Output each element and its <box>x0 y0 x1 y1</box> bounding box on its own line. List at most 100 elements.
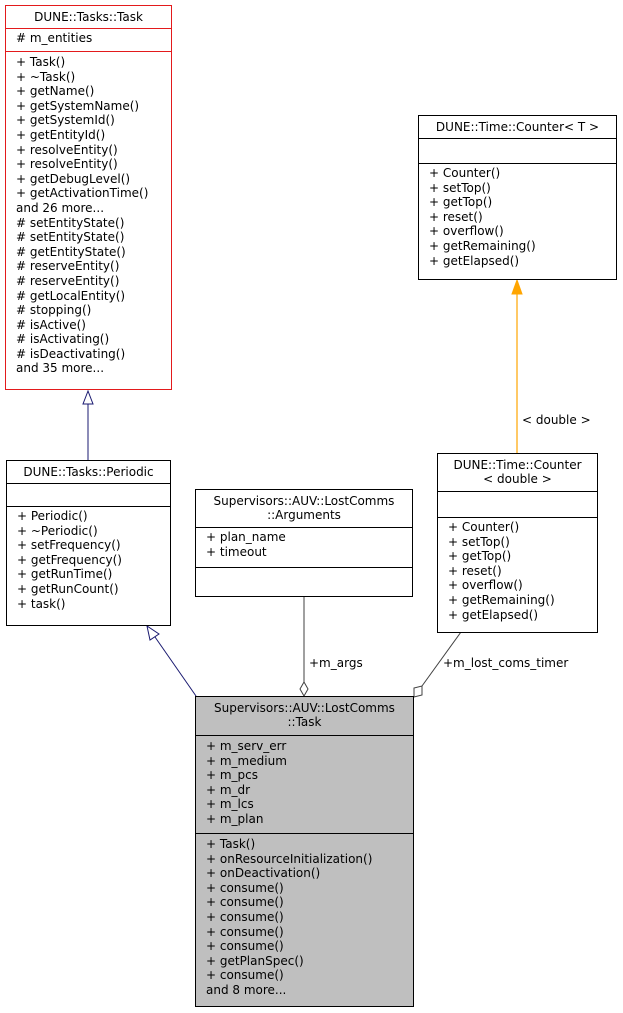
method: + Task() <box>16 55 66 69</box>
method: + reset() <box>429 209 483 224</box>
method: + consume() <box>206 939 284 954</box>
method: + consume() <box>206 880 284 895</box>
method: # isActive() <box>16 317 86 332</box>
methods-section: + Task() + onResourceInitialization() + … <box>196 833 413 1002</box>
node-title-line-1: DUNE::Time::Counter <box>453 458 582 472</box>
method: and 8 more... <box>206 982 287 997</box>
edge-label-m-lost-coms-timer: +m_lost_coms_timer <box>443 656 569 670</box>
method: + getRunTime() <box>17 567 113 582</box>
attributes-section: + m_serv_err + m_medium + m_pcs + m_dr +… <box>196 735 413 833</box>
node-dune-tasks-task[interactable]: DUNE::Tasks::Task # m_entities + Task() … <box>5 5 172 390</box>
method: # setEntityState() <box>16 230 125 245</box>
diamond-m-args <box>299 680 309 698</box>
attribute: + m_lcs <box>206 797 254 812</box>
method: + getRemaining() <box>448 592 555 607</box>
node-title-line-2: ::Arguments <box>267 508 341 522</box>
attribute: + m_pcs <box>206 768 259 783</box>
arrowhead-inherit-task <box>82 389 94 405</box>
attribute: + m_serv_err <box>206 739 287 753</box>
method: + resolveEntity() <box>16 142 118 157</box>
attribute: + m_medium <box>206 753 287 768</box>
node-lostcomms-task[interactable]: Supervisors::AUV::LostComms ::Task + m_s… <box>195 696 414 1007</box>
method: + getName() <box>16 84 95 99</box>
node-dune-time-counter-double[interactable]: DUNE::Time::Counter < double > + Counter… <box>437 453 598 633</box>
method: + ~Task() <box>16 69 76 84</box>
method: + ~Periodic() <box>17 523 98 538</box>
attributes-section: + plan_name + timeout <box>196 527 412 567</box>
node-title: DUNE::Tasks::Task <box>34 10 143 24</box>
method: + consume() <box>206 895 284 910</box>
method: # getLocalEntity() <box>16 288 126 303</box>
method: + getSystemName() <box>16 98 140 113</box>
node-title: DUNE::Time::Counter< T > <box>435 120 600 134</box>
method: + Periodic() <box>17 509 88 523</box>
method: + onResourceInitialization() <box>206 851 373 866</box>
methods-section: + Counter() + setTop() + getTop() + rese… <box>438 517 597 626</box>
methods-section: + Counter() + setTop() + getTop() + rese… <box>419 163 616 272</box>
edge-lostcomms-inherits-periodic <box>154 636 197 697</box>
method: + consume() <box>206 924 284 939</box>
attributes-section: # m_entities <box>6 28 171 51</box>
method: # getEntityState() <box>16 244 126 259</box>
method: + consume() <box>206 968 284 983</box>
method: + getTop() <box>448 549 512 564</box>
edge-label-m-args: +m_args <box>309 656 363 670</box>
method: + getSystemId() <box>16 113 115 128</box>
method: + getPlanSpec() <box>206 953 304 968</box>
edge-m-lost-coms-timer <box>421 631 462 687</box>
attribute: # m_entities <box>16 31 93 45</box>
diamond-m-lost-coms-timer <box>413 685 423 698</box>
method: + resolveEntity() <box>16 157 118 172</box>
arrowhead-template <box>511 278 523 295</box>
methods-section: + Task() + ~Task() + getName() + getSyst… <box>6 51 171 380</box>
node-title: DUNE::Tasks::Periodic <box>23 465 154 479</box>
attributes-section <box>419 138 616 163</box>
method: + reset() <box>448 563 502 578</box>
method: + task() <box>17 596 66 611</box>
method: + Task() <box>206 837 256 851</box>
method: + overflow() <box>429 224 504 239</box>
attributes-section <box>438 491 597 517</box>
attribute: + plan_name <box>206 530 286 544</box>
node-dune-tasks-periodic[interactable]: DUNE::Tasks::Periodic + Periodic() + ~Pe… <box>6 460 171 626</box>
method: # reserveEntity() <box>16 259 120 274</box>
method: + getFrequency() <box>17 552 122 567</box>
method: # stopping() <box>16 303 92 318</box>
method: + setTop() <box>429 180 491 195</box>
attribute: + m_dr <box>206 782 251 797</box>
node-title-line-1: Supervisors::AUV::LostComms <box>214 701 395 715</box>
method: + getEntityId() <box>16 127 106 142</box>
method: + Counter() <box>448 520 520 534</box>
method: + setTop() <box>448 534 510 549</box>
method: and 35 more... <box>16 361 105 376</box>
method: + overflow() <box>448 578 523 593</box>
method: + setFrequency() <box>17 538 121 553</box>
method: + getRemaining() <box>429 238 536 253</box>
arrowhead-inherit-periodic <box>146 624 160 641</box>
methods-section <box>196 567 412 595</box>
node-title-line-2: < double > <box>483 472 552 486</box>
method: # isActivating() <box>16 332 110 347</box>
method: + getActivationTime() <box>16 186 149 201</box>
node-title-line-2: ::Task <box>287 715 322 729</box>
node-title-line-1: Supervisors::AUV::LostComms <box>213 494 395 508</box>
node-title: Supervisors::AUV::LostComms ::Arguments <box>196 490 412 527</box>
method: # isDeactivating() <box>16 346 126 361</box>
method: + getElapsed() <box>448 607 539 622</box>
method: + Counter() <box>429 166 501 180</box>
methods-section: + Periodic() + ~Periodic() + setFrequenc… <box>7 506 170 615</box>
method: # setEntityState() <box>16 215 125 230</box>
edge-label-template-arg: < double > <box>522 413 591 427</box>
method: + getElapsed() <box>429 253 520 268</box>
method: and 26 more... <box>16 200 105 215</box>
attribute: + timeout <box>206 544 267 559</box>
node-title: Supervisors::AUV::LostComms ::Task <box>196 697 413 735</box>
attribute: + m_plan <box>206 811 264 826</box>
method: + getTop() <box>429 195 493 210</box>
method: + getDebugLevel() <box>16 171 131 186</box>
node-dune-time-counter-t[interactable]: DUNE::Time::Counter< T > + Counter() + s… <box>418 115 617 280</box>
node-title: DUNE::Time::Counter < double > <box>438 454 597 491</box>
method: # reserveEntity() <box>16 273 120 288</box>
node-lostcomms-arguments[interactable]: Supervisors::AUV::LostComms ::Arguments … <box>195 489 413 597</box>
